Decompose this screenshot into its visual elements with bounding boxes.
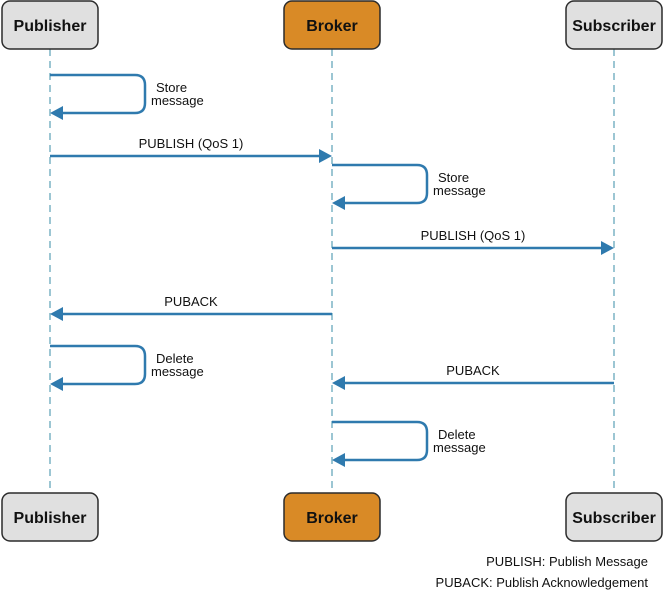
note-line: Delete: [156, 351, 194, 366]
note-line: Store: [156, 80, 187, 95]
actor-box: [565, 492, 663, 542]
self-arrow-line: [332, 163, 429, 205]
puback-to-broker: PUBACK: [332, 363, 614, 390]
actors: PublisherPublisherBrokerBrokerSubscriber…: [1, 0, 663, 542]
legend-publish: PUBLISH: Publish Message: [486, 554, 648, 569]
actor-label: Subscriber: [572, 18, 656, 35]
actor-label: Broker: [306, 510, 358, 527]
note-line: message: [433, 440, 486, 455]
message-label: PUBACK: [446, 363, 500, 378]
note-line: message: [151, 93, 204, 108]
note-line: Delete: [438, 427, 476, 442]
actor-box: [1, 492, 99, 542]
publish-qos1-to-broker: PUBLISH (QoS 1): [50, 136, 332, 163]
puback-to-publisher: PUBACK: [50, 294, 332, 321]
arrow-head: [332, 376, 345, 390]
self-arrow-line: [332, 420, 429, 462]
note-line: Store: [438, 170, 469, 185]
actor-label: Publisher: [14, 18, 87, 35]
message-label: PUBLISH (QoS 1): [421, 228, 526, 243]
actor-broker-bottom: Broker: [283, 492, 381, 542]
legend-puback: PUBACK: Publish Acknowledgement: [435, 575, 648, 590]
actor-publisher-bottom: Publisher: [1, 492, 99, 542]
actor-box: [283, 0, 381, 50]
self-arrow-line: [50, 73, 147, 115]
actor-box: [1, 0, 99, 50]
legend: PUBLISH: Publish Message PUBACK: Publish…: [436, 551, 648, 593]
actor-label: Broker: [306, 18, 358, 35]
actor-subscriber-top: Subscriber: [565, 0, 663, 50]
actor-broker-top: Broker: [283, 0, 381, 50]
message-label: PUBLISH (QoS 1): [139, 136, 244, 151]
arrow-head: [601, 241, 614, 255]
self-arrow-line: [50, 344, 147, 386]
actor-label: Subscriber: [572, 510, 656, 527]
note-line: message: [433, 183, 486, 198]
arrow-head: [319, 149, 332, 163]
arrow-head: [332, 196, 345, 210]
message-label: PUBACK: [164, 294, 218, 309]
lifelines: [49, 49, 615, 493]
note-line: message: [151, 364, 204, 379]
actor-box: [565, 0, 663, 50]
publish-qos1-to-subscriber: PUBLISH (QoS 1): [332, 228, 614, 255]
actor-subscriber-bottom: Subscriber: [565, 492, 663, 542]
arrow-head: [50, 106, 63, 120]
actor-box: [283, 492, 381, 542]
arrow-head: [50, 307, 63, 321]
arrow-head: [332, 453, 345, 467]
actor-publisher-top: Publisher: [1, 0, 99, 50]
arrow-head: [50, 377, 63, 391]
actor-label: Publisher: [14, 510, 87, 527]
